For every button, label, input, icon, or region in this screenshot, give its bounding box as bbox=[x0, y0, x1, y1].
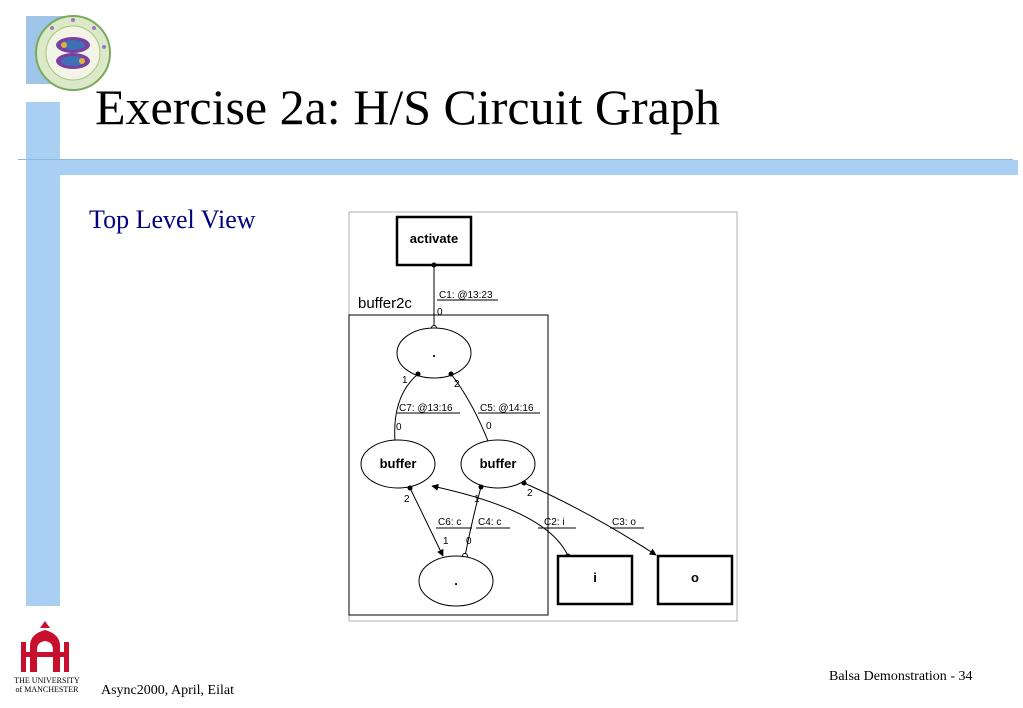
port-dot bbox=[521, 480, 527, 486]
port-number: 2 bbox=[527, 488, 533, 499]
footer-slide-info: Balsa Demonstration - 34 bbox=[829, 669, 972, 685]
node-port-o-label: o bbox=[691, 570, 699, 585]
accent-vertical-bar bbox=[26, 102, 60, 606]
port-number: 1 bbox=[443, 536, 449, 547]
node-port-i bbox=[556, 554, 634, 606]
channel-c1-label: C1: @13:23 bbox=[439, 290, 493, 301]
group-box-buffer2c bbox=[348, 314, 549, 616]
channel-c6-label: C6: c bbox=[438, 517, 461, 528]
port-number: 0 bbox=[437, 307, 443, 318]
channel-c4-label: C4: c bbox=[478, 517, 501, 528]
node-activate bbox=[395, 215, 473, 267]
slide-title: Exercise 2a: H/S Circuit Graph bbox=[95, 79, 720, 135]
port-dot bbox=[478, 484, 484, 490]
node-buffer-left-label: buffer bbox=[380, 456, 417, 471]
channel-c5-label: C5: @14:16 bbox=[480, 403, 534, 414]
title-divider-line bbox=[18, 159, 1013, 160]
university-line-2: of MANCHESTER bbox=[15, 685, 79, 694]
channel-c4-wire bbox=[464, 486, 482, 557]
node-seq bbox=[396, 327, 472, 379]
node-port-o bbox=[656, 554, 734, 606]
node-buffer-right-label: buffer bbox=[480, 456, 517, 471]
port-number: 2 bbox=[404, 494, 410, 505]
footer-separator: - bbox=[946, 669, 959, 684]
university-line-1: THE UNIVERSITY bbox=[14, 676, 80, 685]
node-join bbox=[418, 555, 494, 607]
university-name: THE UNIVERSITY of MANCHESTER bbox=[10, 676, 84, 694]
port-number: 2 bbox=[454, 379, 460, 390]
footer-event: Async2000, April, Eilat bbox=[101, 683, 234, 698]
channel-c2-label: C2: i bbox=[544, 517, 565, 528]
port-number: 0 bbox=[466, 536, 472, 547]
conference-emblem-icon bbox=[35, 15, 111, 91]
page-number: 34 bbox=[958, 669, 973, 684]
university-crest-icon bbox=[21, 621, 69, 672]
port-number: 0 bbox=[486, 421, 492, 432]
group-label: buffer2c bbox=[358, 295, 412, 312]
node-seq-label: . bbox=[432, 345, 436, 360]
footer-section-label: Balsa Demonstration bbox=[829, 669, 947, 684]
node-join-label: . bbox=[454, 573, 458, 588]
channel-c6-wire bbox=[409, 487, 444, 557]
channel-c7-label: C7: @13:16 bbox=[399, 403, 453, 414]
accent-horizontal-bar bbox=[60, 160, 1018, 175]
diagram-border bbox=[348, 211, 738, 622]
channel-c7-wire bbox=[394, 373, 419, 442]
port-number: 1 bbox=[474, 494, 480, 505]
port-number: 1 bbox=[402, 375, 408, 386]
channel-c5-wire bbox=[450, 373, 489, 442]
node-activate-label: activate bbox=[410, 231, 458, 246]
circuit-graph-diagram: buffer2c activate C1: @13:23 0 . 1 C7: @… bbox=[348, 211, 738, 622]
channel-c3-wire bbox=[523, 482, 657, 556]
port-dot bbox=[415, 371, 421, 377]
node-buffer-left bbox=[360, 439, 436, 489]
node-buffer-right bbox=[460, 439, 536, 489]
slide-subtitle: Top Level View bbox=[89, 205, 256, 234]
port-dot bbox=[431, 262, 437, 268]
port-dot bbox=[407, 485, 413, 491]
port-number: 0 bbox=[396, 422, 402, 433]
channel-c3-label: C3: o bbox=[612, 517, 636, 528]
port-dot bbox=[448, 371, 454, 377]
node-port-i-label: i bbox=[593, 570, 597, 585]
channel-c2-wire bbox=[431, 483, 569, 557]
